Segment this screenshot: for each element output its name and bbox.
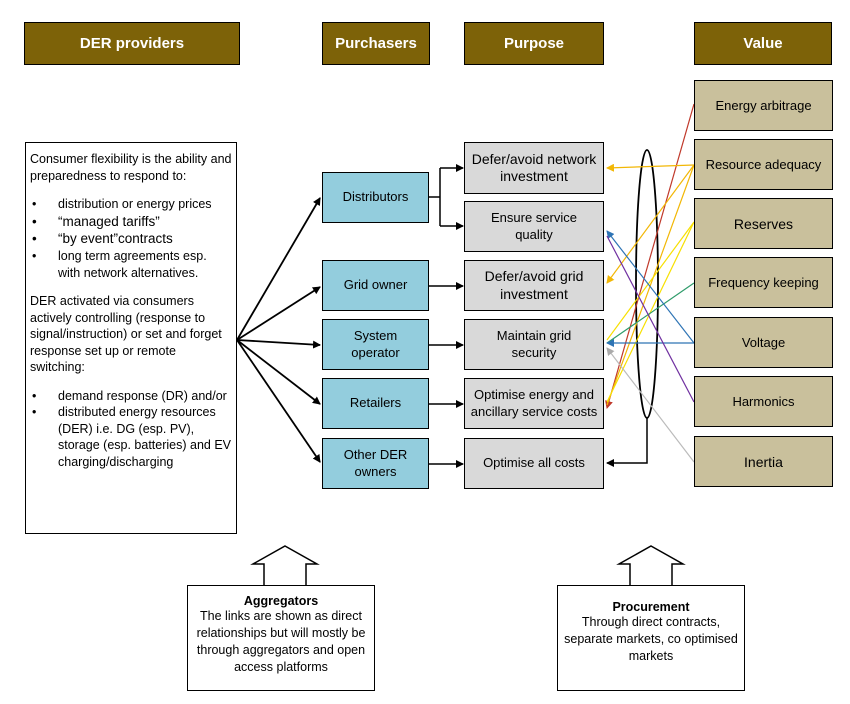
value-frequency-keeping: Frequency keeping: [694, 257, 833, 308]
purchaser-other-der-owners: Other DER owners: [322, 438, 429, 489]
list-item: distributed energy resources (DER) i.e. …: [32, 404, 232, 470]
aggregators-text: The links are shown as direct relationsh…: [196, 609, 366, 674]
arrow-to-grid-owner: [236, 286, 321, 341]
purchaser-label: Retailers: [349, 395, 402, 411]
purpose-defer-network: Defer/avoid network investment: [464, 142, 604, 194]
purchaser-label: Distributors: [342, 189, 409, 205]
link-reserves-security: [606, 221, 695, 341]
link-resource-adequacy-energy: [606, 164, 695, 406]
header-purpose-label: Purpose: [503, 35, 564, 52]
intro-text: Consumer flexibility is the ability and …: [30, 152, 232, 183]
fan-arrows: [236, 197, 321, 463]
purpose-grid-security: Maintain grid security: [464, 319, 604, 370]
link-resource-adequacy-network: [606, 163, 695, 172]
header-purchasers: Purchasers: [322, 22, 430, 65]
purpose-optimise-all: Optimise all costs: [464, 438, 604, 489]
purchaser-label: Other DER owners: [343, 446, 408, 479]
list-item: “by event”contracts: [32, 230, 232, 248]
arrow-to-system-operator: [236, 339, 321, 349]
arrow-to-optimise-all-costs: [606, 418, 648, 467]
link-frequency-keeping: [606, 282, 695, 344]
list-item: “managed tariffs”: [32, 213, 232, 231]
arrow-to-retailers: [236, 339, 321, 405]
list-item: distribution or energy prices: [32, 196, 232, 213]
value-resource-adequacy: Resource adequacy: [694, 139, 833, 190]
purpose-defer-grid: Defer/avoid grid investment: [464, 260, 604, 311]
value-label: Reserves: [733, 215, 794, 232]
value-harmonics: Harmonics: [694, 376, 833, 427]
purchaser-grid-owner: Grid owner: [322, 260, 429, 311]
activated-text: DER activated via consumers actively con…: [30, 294, 222, 375]
procurement-callout: Procurement Through direct contracts, se…: [557, 585, 745, 691]
header-purpose: Purpose: [464, 22, 604, 65]
link-energy-arbitrage: [605, 103, 695, 409]
purchaser-label: Grid owner: [343, 277, 408, 293]
value-label: Voltage: [741, 335, 786, 350]
aggregators-title: Aggregators: [243, 594, 319, 608]
list-item: demand response (DR) and/or: [32, 388, 232, 405]
header-der-providers: DER providers: [24, 22, 240, 65]
purchaser-purpose-arrows: [429, 164, 464, 468]
purpose-label: Optimise all costs: [483, 455, 585, 471]
value-energy-arbitrage: Energy arbitrage: [694, 80, 833, 131]
consumer-flexibility-box: Consumer flexibility is the ability and …: [25, 142, 237, 534]
arrow-to-other-der-owners: [236, 339, 321, 463]
purpose-label: Optimise energy and ancillary service co…: [470, 387, 598, 419]
value-label: Resource adequacy: [705, 157, 822, 172]
arrow-to-distributors: [236, 197, 321, 341]
purpose-service-quality: Ensure service quality: [464, 201, 604, 252]
value-label: Harmonics: [732, 394, 795, 409]
value-label: Frequency keeping: [708, 275, 819, 290]
purpose-label: Ensure service quality: [491, 210, 577, 242]
purpose-label: Defer/avoid network investment: [471, 150, 597, 185]
purpose-label: Maintain grid security: [496, 328, 572, 360]
purchaser-distributors: Distributors: [322, 172, 429, 223]
value-reserves: Reserves: [694, 198, 833, 249]
purchaser-system-operator: System operator: [322, 319, 429, 370]
purpose-optimise-energy: Optimise energy and ancillary service co…: [464, 378, 604, 429]
value-label: Inertia: [744, 453, 783, 470]
value-inertia: Inertia: [694, 436, 833, 487]
respond-list: distribution or energy prices “managed t…: [30, 196, 232, 281]
value-label: Energy arbitrage: [715, 98, 812, 113]
procurement-up-arrow: [616, 545, 686, 587]
purchaser-retailers: Retailers: [322, 378, 429, 429]
link-harmonics: [606, 235, 695, 403]
link-reserves-energy: [606, 221, 695, 403]
der-list: demand response (DR) and/or distributed …: [30, 388, 232, 471]
header-value: Value: [694, 22, 832, 65]
purpose-label: Defer/avoid grid investment: [484, 268, 584, 302]
link-inertia: [606, 347, 695, 463]
purchaser-label: System operator: [351, 327, 400, 360]
header-value-label: Value: [743, 35, 783, 52]
link-resource-adequacy-grid: [606, 164, 695, 284]
list-item: long term agreements esp. with network a…: [32, 248, 232, 281]
value-voltage: Voltage: [694, 317, 833, 368]
header-der-providers-label: DER providers: [79, 35, 185, 52]
value-links: [605, 103, 695, 463]
link-voltage-quality: [606, 230, 695, 344]
procurement-ellipse: [635, 149, 659, 419]
aggregators-callout: Aggregators The links are shown as direc…: [187, 585, 375, 691]
procurement-text: Through direct contracts, separate marke…: [564, 615, 738, 663]
procurement-title: Procurement: [612, 600, 690, 614]
header-purchasers-label: Purchasers: [335, 35, 417, 52]
aggregators-up-arrow: [250, 545, 320, 587]
